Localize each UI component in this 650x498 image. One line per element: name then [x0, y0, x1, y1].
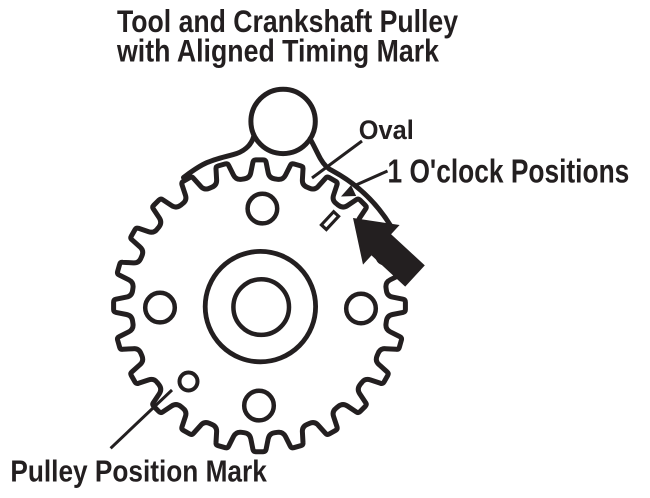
svg-text:1 O'clock Positions: 1 O'clock Positions [388, 152, 630, 189]
svg-text:Pulley Position Mark: Pulley Position Mark [10, 454, 267, 489]
svg-text:Tool and Crankshaft Pulley: Tool and Crankshaft Pulley [117, 3, 458, 39]
svg-text:Oval: Oval [359, 115, 414, 145]
svg-text:with Aligned Timing Mark: with Aligned Timing Mark [116, 33, 439, 69]
